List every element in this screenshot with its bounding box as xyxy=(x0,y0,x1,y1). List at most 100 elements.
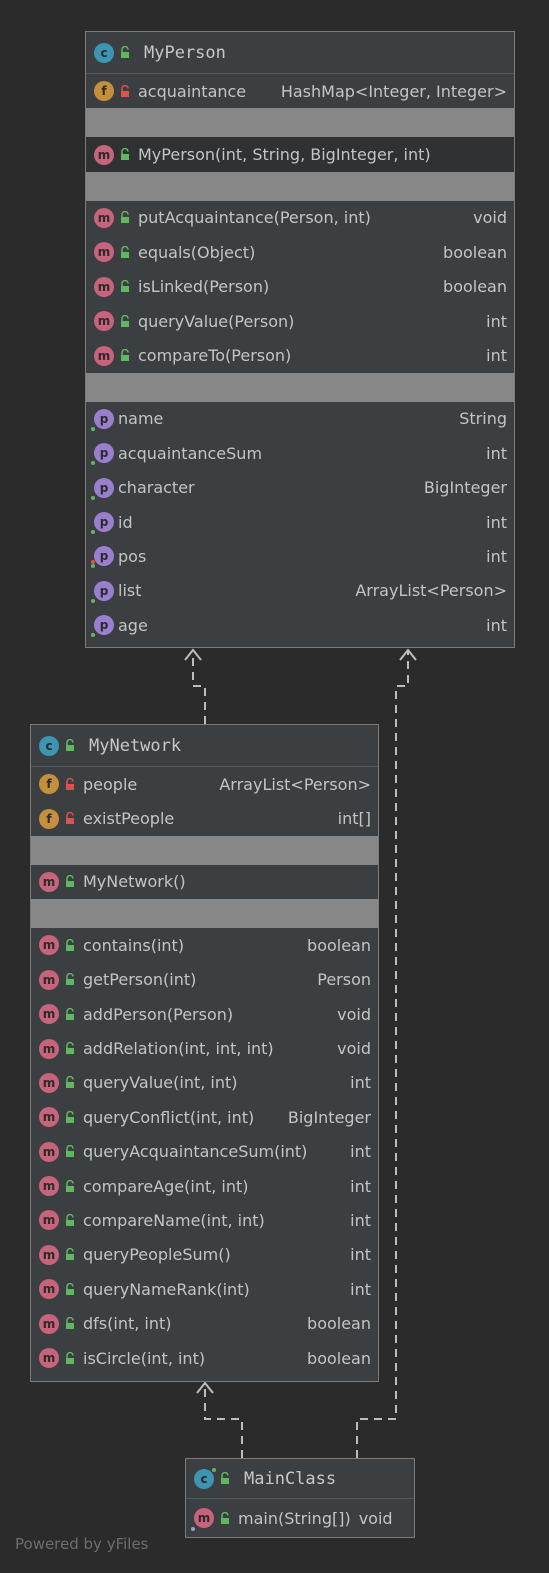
private-lock-icon xyxy=(66,812,74,825)
method-return-type: boolean xyxy=(307,935,371,955)
section-separator xyxy=(86,171,514,201)
class-box-mainclass[interactable]: c MainClass m main(String[]) void xyxy=(185,1458,415,1538)
public-lock-icon xyxy=(66,1007,74,1020)
private-dot-icon xyxy=(91,560,95,565)
method-icon: m xyxy=(39,1176,59,1197)
method-icon: m xyxy=(39,935,59,956)
constructor-row[interactable]: m MyPerson(int, String, BigInteger, int) xyxy=(86,137,514,172)
property-name: list xyxy=(118,581,142,601)
field-name: existPeople xyxy=(83,809,175,829)
public-lock-icon xyxy=(66,1145,74,1158)
class-header[interactable]: c MyNetwork xyxy=(31,725,378,767)
method-signature: getPerson(int) xyxy=(83,970,197,990)
arrowhead-myperson-left xyxy=(184,648,202,661)
public-lock-icon xyxy=(66,1179,74,1192)
method-icon: m xyxy=(39,1348,59,1369)
method-signature: compareName(int, int) xyxy=(83,1210,265,1230)
edge-mynetwork-to-myperson xyxy=(192,652,206,724)
method-icon: m xyxy=(39,1313,59,1334)
constructor-signature: MyPerson(int, String, BigInteger, int) xyxy=(138,145,431,165)
class-box-myperson[interactable]: c MyPerson f acquaintance HashMap<Intege… xyxy=(85,31,515,648)
class-box-mynetwork[interactable]: c MyNetwork f people ArrayList<Person> f… xyxy=(30,724,379,1382)
constructor-row[interactable]: m MyNetwork() xyxy=(31,865,378,899)
method-signature: queryNameRank(int) xyxy=(83,1279,250,1299)
method-row[interactable]: m equals(Object) boolean xyxy=(86,235,514,269)
method-return-type: int xyxy=(486,311,507,331)
field-type: int[] xyxy=(337,809,371,829)
public-lock-icon xyxy=(121,280,129,293)
method-icon: m xyxy=(94,207,114,228)
property-row[interactable]: p pos int xyxy=(86,539,514,573)
method-return-type: void xyxy=(337,1004,371,1024)
class-header[interactable]: c MainClass xyxy=(186,1459,414,1499)
class-name: MainClass xyxy=(244,1468,337,1489)
class-icon: c xyxy=(94,42,114,63)
property-icon: p xyxy=(91,443,114,466)
public-lock-icon xyxy=(121,148,129,161)
method-signature: main(String[]) xyxy=(238,1508,351,1528)
public-lock-icon xyxy=(221,1472,229,1484)
public-lock-icon xyxy=(121,314,129,327)
property-icon: p xyxy=(91,580,114,603)
class-name: MyPerson xyxy=(144,42,226,63)
field-row[interactable]: f people ArrayList<Person> xyxy=(31,767,378,801)
class-icon: c xyxy=(194,1467,216,1489)
field-name: acquaintance xyxy=(138,81,247,101)
property-name: id xyxy=(118,512,133,532)
method-row[interactable]: m compareTo(Person) int xyxy=(86,338,514,372)
public-lock-icon xyxy=(121,245,129,258)
method-signature: addRelation(int, int, int) xyxy=(83,1039,274,1059)
property-icon: p xyxy=(91,408,114,431)
section-separator xyxy=(31,899,378,929)
method-return-type: boolean xyxy=(443,242,507,262)
property-row[interactable]: p id int xyxy=(86,505,514,539)
public-dot-icon xyxy=(91,495,95,500)
property-row[interactable]: p age int xyxy=(86,608,514,642)
arrowhead-myperson-right xyxy=(399,648,417,661)
method-return-type: boolean xyxy=(307,1348,371,1368)
property-row[interactable]: p character BigInteger xyxy=(86,471,514,505)
section-separator xyxy=(86,108,514,138)
method-return-type: Person xyxy=(317,970,371,990)
method-list: m putAcquaintance(Person, int) void m eq… xyxy=(86,201,514,373)
method-signature: compareAge(int, int) xyxy=(83,1176,249,1196)
property-type: int xyxy=(486,443,507,463)
field-row[interactable]: f existPeople int[] xyxy=(31,801,378,835)
method-row[interactable]: m queryValue(Person) int xyxy=(86,304,514,338)
method-row[interactable]: m main(String[]) void xyxy=(186,1499,414,1537)
public-dot-icon xyxy=(91,633,95,638)
property-icon: p xyxy=(91,546,114,569)
class-header[interactable]: c MyPerson xyxy=(86,32,514,74)
method-row[interactable]: m contains(int) boolean xyxy=(31,928,378,962)
method-row[interactable]: m isLinked(Person) boolean xyxy=(86,270,514,304)
public-lock-icon xyxy=(66,1213,74,1226)
method-signature: dfs(int, int) xyxy=(83,1314,172,1334)
method-signature: contains(int) xyxy=(83,935,185,955)
property-row[interactable]: p list ArrayList<Person> xyxy=(86,574,514,608)
property-row[interactable]: p acquaintanceSum int xyxy=(86,436,514,470)
method-row[interactable]: m putAcquaintance(Person, int) void xyxy=(86,201,514,235)
method-return-type: boolean xyxy=(307,1314,371,1334)
method-icon: m xyxy=(94,345,114,366)
field-icon: f xyxy=(39,808,59,829)
public-lock-icon xyxy=(121,211,129,224)
method-signature: compareTo(Person) xyxy=(138,346,292,366)
property-row[interactable]: p name String xyxy=(86,402,514,436)
field-row[interactable]: f acquaintance HashMap<Integer, Integer> xyxy=(86,74,514,108)
method-return-type: int xyxy=(350,1142,371,1162)
public-lock-icon xyxy=(66,1282,74,1295)
method-signature: equals(Object) xyxy=(138,242,256,262)
method-row[interactable]: m dfs(int, int) boolean xyxy=(31,1306,378,1340)
method-signature: queryAcquaintanceSum(int) xyxy=(83,1142,308,1162)
